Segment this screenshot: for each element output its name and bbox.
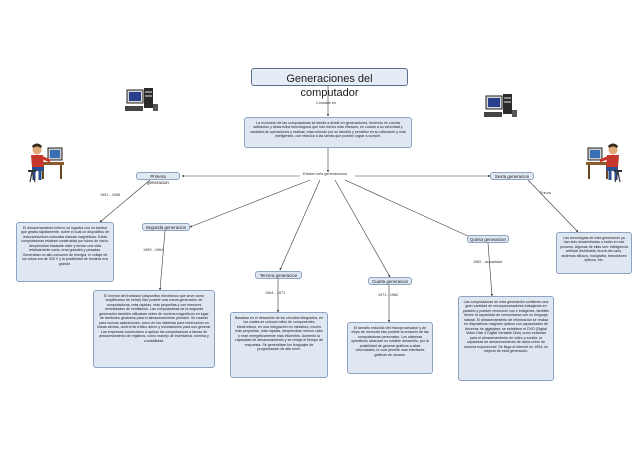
node-primera-generacion: Primera generacion [136, 172, 180, 185]
person-at-computer-icon [586, 143, 622, 183]
period-primera: 1951 - 1958 [100, 193, 121, 197]
intro-link-label: Consiste en [316, 101, 337, 105]
desc-primera-generacion: El almacenamiento interno se lograba con… [16, 222, 114, 282]
node-segunda-generacion: Segunda generacion [142, 223, 190, 231]
period-tercera: 1964 - 1971 [265, 291, 286, 295]
desc-segunda-generacion: El invento del transistor (dispositivo e… [93, 290, 215, 368]
desc-cuarta-generacion: El tamaño reducido del microprocesador y… [347, 322, 433, 374]
desc-sexta-generacion: Las tecnologías de esta generación ya ha… [556, 232, 632, 274]
desktop-computer-icon [125, 88, 158, 111]
node-quinta-generacion: Quinta generacion [467, 235, 509, 243]
page-title: Generaciones del computador [251, 68, 408, 99]
period-segunda: 1959 - 1964 [143, 248, 164, 252]
node-tercera-generacion: Tercera generacion [255, 271, 302, 279]
period-cuarta: 1971 - 1982 [378, 293, 399, 297]
intro-description: La evolución de las computadoras se tien… [244, 117, 412, 148]
node-cuarta-generacion: Cuarta generacion [368, 277, 412, 285]
node-sexta-generacion: Sexta generacion [490, 172, 534, 180]
period-quinta: 1982 - actualidad [473, 260, 503, 264]
person-at-computer-icon [28, 143, 64, 183]
period-sexta: Futuro [540, 191, 551, 195]
desc-tercera-generacion: Basaban en el desarrollo de los circuito… [230, 312, 328, 378]
desktop-computer-icon [484, 94, 517, 117]
hub-label: Existen seis generaciones [303, 172, 348, 176]
desc-quinta-generacion: Las computadoras de esta generación cont… [458, 296, 554, 381]
